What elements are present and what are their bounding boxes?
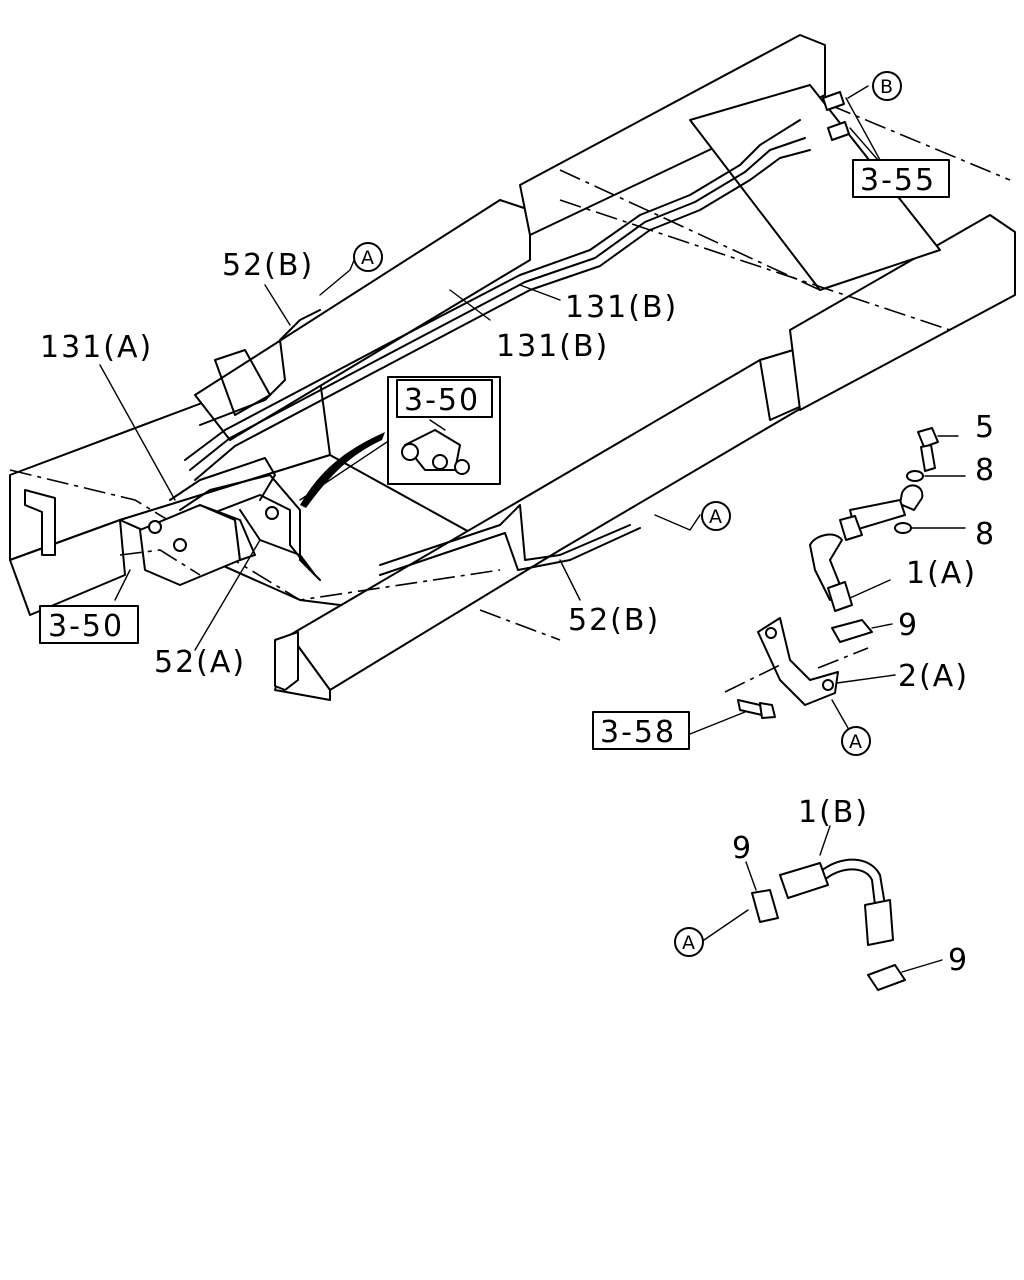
svg-text:A: A (682, 932, 695, 954)
label-9-upper: 9 (898, 608, 919, 643)
label-1a: 1(A) (906, 556, 977, 591)
svg-text:A: A (361, 247, 374, 269)
brake-pipes (169, 119, 811, 581)
svg-text:A: A (709, 506, 722, 528)
clip-9-lower (867, 959, 943, 991)
ref-3-50-inset-text: 3-50 (404, 383, 480, 418)
label-9-lower: 9 (948, 943, 969, 978)
label-52b-top: 52(B) (222, 248, 314, 283)
label-131a: 131(A) (40, 330, 153, 365)
label-5: 5 (975, 410, 996, 445)
ref-box-3-50-left[interactable]: 3-50 (39, 605, 139, 644)
leader-lines (99, 257, 701, 651)
ref-box-3-58[interactable]: 3-58 (592, 711, 690, 750)
ref-3-55-text: 3-55 (860, 163, 936, 198)
svg-text:A: A (849, 731, 862, 753)
circle-ref-a-mid-right: A (701, 501, 731, 531)
circle-ref-a-top: A (353, 242, 383, 272)
label-8-lower: 8 (975, 517, 996, 552)
circle-ref-a-clip: A (674, 927, 704, 957)
ref-3-58-text: 3-58 (600, 715, 676, 750)
callout-arrow (300, 432, 385, 508)
leader-a-bracket (831, 699, 849, 729)
hose-1b (779, 825, 894, 946)
label-2a: 2(A) (898, 659, 969, 694)
circle-ref-a-bracket: A (841, 726, 871, 756)
ref-3-50-left-text: 3-50 (48, 609, 124, 644)
ref-box-3-50-inset[interactable]: 3-50 (396, 379, 493, 418)
rear-fittings (822, 85, 881, 161)
valve-block (119, 439, 391, 586)
bracket-2a (724, 617, 896, 706)
clip-9-upper (831, 619, 893, 643)
washer-8-lower (894, 522, 966, 534)
label-131b-upper: 131(B) (565, 290, 678, 325)
ref-box-3-55[interactable]: 3-55 (852, 159, 950, 198)
hose-1a (809, 533, 891, 612)
svg-text:B: B (880, 76, 893, 98)
circle-ref-b-top: B (872, 71, 902, 101)
bolt-5 (917, 427, 959, 472)
label-52a: 52(A) (154, 645, 246, 680)
banjo-fitting (839, 484, 924, 541)
label-131b-lower: 131(B) (496, 329, 609, 364)
label-1b: 1(B) (798, 795, 869, 830)
washer-8-upper (906, 470, 966, 482)
label-52b-bottom: 52(B) (568, 603, 660, 638)
clip-9-left (703, 861, 779, 941)
bolt-3-58 (689, 699, 776, 735)
label-9-left: 9 (732, 831, 753, 866)
label-8-upper: 8 (975, 453, 996, 488)
chassis-frame (9, 34, 1016, 701)
